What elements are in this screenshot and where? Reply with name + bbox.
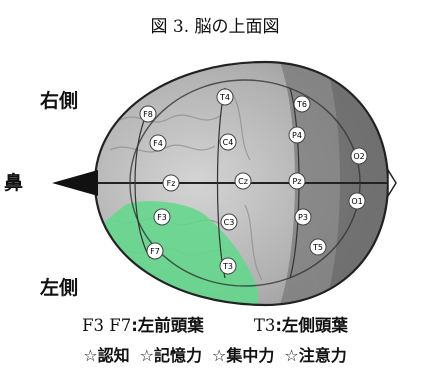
svg-text:T6: T6 — [296, 100, 307, 109]
svg-text:T3: T3 — [222, 262, 233, 271]
svg-text:Pz: Pz — [292, 177, 301, 186]
electrode-F7: F7 — [147, 243, 163, 259]
svg-text:P4: P4 — [292, 131, 302, 140]
ability-item: ☆認知 — [83, 346, 129, 365]
electrode-F3: F3 — [154, 209, 170, 225]
ability-list: ☆認知 ☆記憶力 ☆集中力 ☆注意力 — [0, 342, 430, 366]
temporal-lobe-label: :左側頭葉 — [275, 316, 348, 335]
electrode-P3: P3 — [295, 209, 311, 225]
temporal-electrode: T3 — [254, 316, 276, 335]
label-nose: 鼻 — [4, 168, 23, 195]
svg-text:F8: F8 — [143, 110, 153, 119]
electrode-Fz: Fz — [163, 175, 179, 191]
electrode-Pz: Pz — [289, 173, 305, 189]
svg-text:F3: F3 — [157, 213, 167, 222]
svg-text:O1: O1 — [351, 197, 362, 206]
svg-text:O2: O2 — [353, 152, 364, 161]
label-right-side: 右側 — [40, 86, 78, 113]
frontal-electrodes: F3 F7 — [82, 316, 131, 335]
electrode-T6: T6 — [294, 96, 310, 112]
ability-item: ☆集中力 — [212, 346, 274, 365]
electrode-C4: C4 — [220, 134, 236, 150]
electrode-P4: P4 — [289, 127, 305, 143]
electrode-F8: F8 — [140, 106, 156, 122]
electrode-F4: F4 — [150, 135, 166, 151]
svg-text:T4: T4 — [219, 93, 230, 102]
svg-text:F7: F7 — [150, 247, 160, 256]
electrode-O1: O1 — [349, 193, 365, 209]
electrode-T4: T4 — [217, 89, 233, 105]
label-left-side: 左側 — [40, 273, 78, 300]
nose-marker — [52, 170, 98, 196]
svg-text:F4: F4 — [153, 139, 163, 148]
electrode-O2: O2 — [351, 148, 367, 164]
electrode-Cz: Cz — [235, 173, 251, 189]
svg-text:C3: C3 — [224, 218, 235, 227]
svg-text:Cz: Cz — [238, 177, 248, 186]
frontal-lobe-label: :左前頭葉 — [131, 316, 204, 335]
electrode-T5: T5 — [310, 239, 326, 255]
svg-text:T5: T5 — [312, 243, 323, 252]
ability-item: ☆記憶力 — [140, 346, 202, 365]
electrode-T3: T3 — [220, 258, 236, 274]
ability-item: ☆注意力 — [284, 346, 346, 365]
svg-text:Fz: Fz — [167, 179, 176, 188]
svg-text:P3: P3 — [298, 213, 308, 222]
svg-text:C4: C4 — [223, 138, 234, 147]
electrode-C3: C3 — [221, 214, 237, 230]
region-description: F3 F7:左前頭葉 T3:左側頭葉 — [0, 312, 430, 336]
